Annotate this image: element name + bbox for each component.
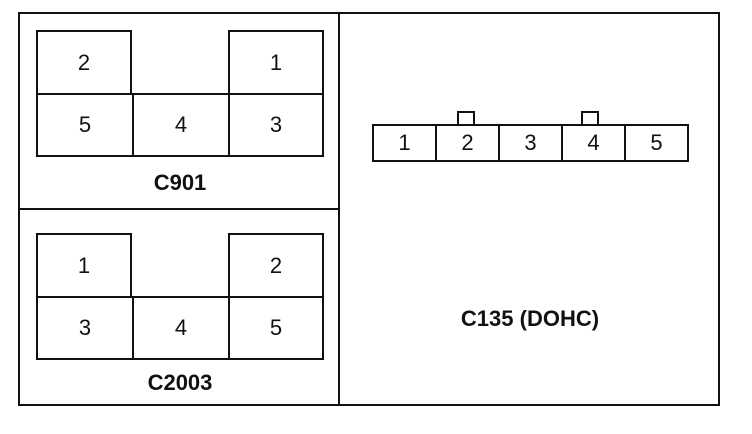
c2003-pin-top-left: 1 xyxy=(36,233,132,298)
c2003-pin-top-right: 2 xyxy=(228,233,324,298)
c135-latch-pin-2 xyxy=(457,111,475,125)
c135-pin-1: 1 xyxy=(372,124,437,162)
c901-pin-bottom-left: 5 xyxy=(36,93,134,157)
c135-latch-pin-4 xyxy=(581,111,599,125)
c135-pin-5: 5 xyxy=(624,124,689,162)
c135-pin-3: 3 xyxy=(498,124,563,162)
c901-pin-top-left: 2 xyxy=(36,30,132,95)
c2003-pin-bottom-mid: 4 xyxy=(132,296,230,360)
c2003-pin-bottom-right: 5 xyxy=(228,296,324,360)
c901-pin-bottom-mid: 4 xyxy=(132,93,230,157)
horizontal-divider xyxy=(18,208,340,210)
c2003-pin-bottom-left: 3 xyxy=(36,296,134,360)
c135-pin-4: 4 xyxy=(561,124,626,162)
c135-label: C135 (DOHC) xyxy=(460,306,600,331)
c901-pin-bottom-right: 3 xyxy=(228,93,324,157)
c2003-label: C2003 xyxy=(147,370,213,395)
c135-pin-2: 2 xyxy=(435,124,500,162)
c901-label: C901 xyxy=(153,170,207,195)
c901-pin-top-right: 1 xyxy=(228,30,324,95)
